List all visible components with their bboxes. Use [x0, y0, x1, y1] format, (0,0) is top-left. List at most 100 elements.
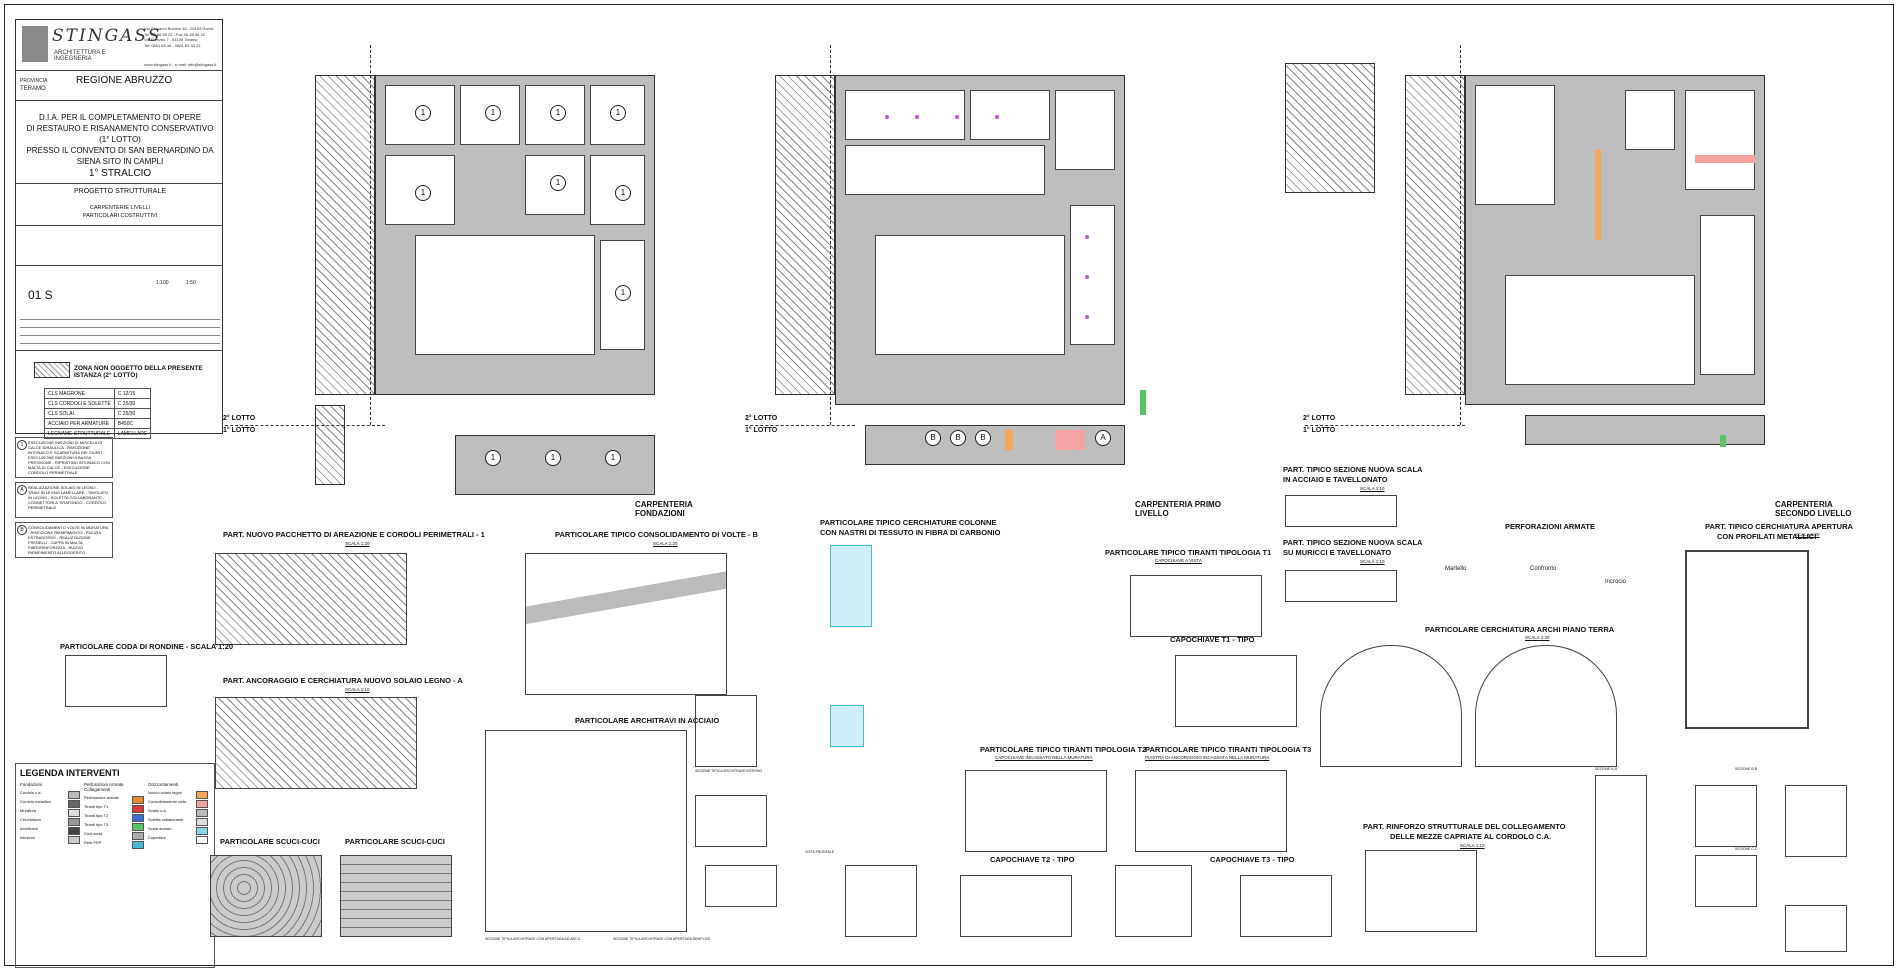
room: [1685, 90, 1755, 190]
lot-boundary: [830, 45, 831, 425]
project-type: PROGETTO STRUTTURALE: [73, 188, 167, 195]
section-label: SEZIONE TIPICA ARCHITRAVE CON APERTURA A…: [485, 937, 581, 941]
room: [590, 85, 645, 145]
legend-title: LEGENDA INTERVENTI: [20, 768, 120, 778]
drawing-sheet: STINGASS ARCHITETTURA E INGEGNERIA Via G…: [4, 4, 1894, 968]
divider: [16, 350, 222, 351]
divider: [16, 225, 222, 226]
legend-item: Cuci-scuci: [84, 831, 146, 840]
legend-column: Fondazioni Cordolo c.a. Cordolo metallic…: [20, 782, 82, 844]
section-drawing: [1785, 905, 1847, 952]
detail-scale: SCALA 1:20: [345, 541, 370, 546]
detail-drawing: [215, 553, 407, 645]
detail-scale: SCALA 1:20: [1795, 532, 1820, 537]
detail-title: CAPOCHIAVE T1 - TIPO: [1170, 635, 1255, 644]
material-class: C 25/30: [113, 408, 152, 419]
lot-label: 2° LOTTO: [745, 415, 778, 422]
legend-box: LEGENDA INTERVENTI Fondazioni Cordolo c.…: [15, 763, 215, 968]
material-name: CLS SOLAI: [44, 408, 115, 419]
section-drawing: [1785, 785, 1847, 857]
legend-item-label: Coperture: [148, 835, 166, 840]
note-number: A: [17, 485, 27, 495]
detail-title: PARTICOLARE TIPICO CERCHIATURE COLONNE: [820, 518, 997, 527]
perforation-label: Incrocio: [1605, 579, 1627, 585]
description-line: PRESSO IL CONVENTO DI SAN BERNARDINO DA …: [26, 146, 214, 166]
legend-item-label: Perforazioni armate: [84, 795, 119, 800]
detail-title-text: PART. NUOVO PACCHETTO DI AREAZIONE E COR…: [223, 530, 479, 539]
detail-drawing: [960, 875, 1072, 937]
detail-scale: SCALA 1:10: [1360, 486, 1385, 491]
detail-mark: 1: [480, 530, 485, 539]
firm-subtitle: ARCHITETTURA E INGEGNERIA: [54, 50, 106, 62]
detail-title: PARTICOLARE TIPICO TIRANTI TIPOLOGIA T1: [1105, 548, 1272, 557]
detail-drawing: [695, 795, 767, 847]
highlight-green: [1720, 435, 1726, 447]
room-marker: 1: [415, 185, 431, 201]
highlight-green: [1140, 390, 1146, 415]
detail-title: PART. NUOVO PACCHETTO DI AREAZIONE E COR…: [223, 530, 485, 539]
detail-drawing: [485, 730, 687, 932]
divider: [16, 70, 222, 71]
lot-boundary: [370, 45, 371, 425]
opening-frame-drawing: [1685, 550, 1809, 729]
legend-column: Perforazioni Armate Collegamenti Perfora…: [84, 782, 146, 849]
cloister-courtyard: [415, 235, 595, 355]
arch-drawing: [1320, 645, 1462, 767]
column-frp-section: [830, 705, 864, 747]
legend-item-label: Nuovo solaio legno: [148, 790, 183, 795]
material-name: CLS CORDOLI E SOLETTE: [44, 398, 115, 409]
scale-value: 1:100: [156, 280, 169, 286]
description-line: D.I.A. PER IL COMPLETAMENTO DI OPERE: [38, 113, 202, 122]
logo-mark-icon: [22, 26, 48, 62]
section-label: SEZIONE C-C: [1735, 847, 1758, 851]
room-marker: 1: [415, 105, 431, 121]
detail-drawing: [1135, 770, 1287, 852]
lot-boundary: [1460, 45, 1461, 425]
legend-item: Tiranti tipo T3: [84, 822, 146, 831]
detail-title: PERFORAZIONI ARMATE: [1505, 522, 1595, 531]
revision-table: [20, 312, 220, 346]
drawing-content: CARPENTERIE LIVELLI PARTICOLARI COSTRUTT…: [22, 204, 218, 220]
highlight-pink: [1055, 430, 1085, 450]
legend-swatch: [196, 827, 208, 835]
cloister-courtyard: [1505, 275, 1695, 385]
legend-item: Nuovo solaio legno: [148, 790, 210, 799]
plan-title: CARPENTERIA FONDAZIONI: [635, 500, 693, 518]
detail-title-2: IN ACCIAIO E TAVELLONATO: [1283, 475, 1388, 484]
legend-item-label: Cordolo c.a.: [20, 790, 42, 795]
lot-boundary: [745, 425, 855, 426]
legend-swatch: [132, 832, 144, 840]
detail-drawing: [695, 695, 757, 767]
room: [1055, 90, 1115, 170]
room: [1700, 215, 1755, 375]
legend-swatch: [68, 800, 80, 808]
note-text: CONSOLIDAMENTO VOLTE IN MURATURA - RIMOZ…: [28, 525, 109, 555]
firm-website: www.stingass.it - e-mail: info@stingass.…: [144, 62, 217, 67]
detail-scale: PIASTRA DI ANCORAGGIO INCASSATA NELLA MU…: [1145, 755, 1270, 760]
room-marker: 1: [485, 450, 501, 466]
legend-item-label: Consolidamento volte: [148, 799, 187, 804]
legend-item: Tiranti tipo T1: [84, 804, 146, 813]
legend-item: Tiranti tipo T2: [84, 813, 146, 822]
detail-drawing: [525, 553, 727, 695]
marker-dot: [1085, 235, 1089, 239]
legend-item: Rete FRP: [84, 840, 146, 849]
lot-boundary: [225, 425, 385, 426]
legend-swatch: [68, 791, 80, 799]
detail-title-2: SU MURICCI E TAVELLONATO: [1283, 548, 1392, 557]
legend-swatch: [196, 818, 208, 826]
room-marker: 1: [550, 105, 566, 121]
room-marker: 1: [485, 105, 501, 121]
divider: [16, 183, 222, 184]
legend-swatch: [132, 841, 144, 849]
detail-title: PART. TIPICO SEZIONE NUOVA SCALA: [1283, 538, 1423, 547]
section-label: SEZIONE TIPICA ARCHITRAVE CON APERTURA S…: [613, 937, 711, 941]
detail-drawing: [1130, 575, 1262, 637]
legend-swatch: [196, 836, 208, 844]
description-line: DI RESTAURO E RISANAMENTO CONSERVATIVO (…: [26, 124, 214, 144]
